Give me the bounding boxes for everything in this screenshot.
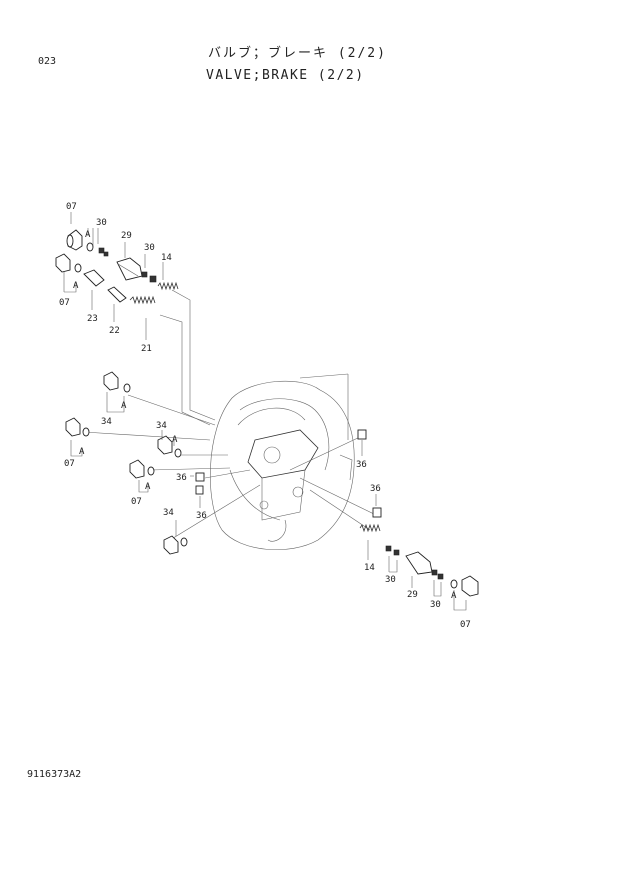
ring-30-upper-b [103,251,109,257]
o-ring-lower-right [450,579,458,589]
pin-22 [107,286,127,303]
plug-07-mid [65,417,81,437]
callout-label: A [172,435,178,445]
callout-label: 07 [66,202,77,212]
callout-label: A [121,401,127,411]
page-title: VALVE;BRAKE (2/2) [206,68,365,83]
piston-23 [83,269,105,287]
plug-07-low [129,459,145,479]
fitting-36-a [195,472,205,482]
callout-label: 14 [161,253,172,263]
drawing-number: 9116373A2 [27,769,82,780]
plug-07-left [55,253,71,273]
callout-label: 30 [96,218,107,228]
callout-label: A [145,482,151,492]
callout-label: 30 [430,600,441,610]
o-ring-07-low [147,466,155,476]
fitting-36-right-lower [372,507,382,518]
o-ring-07-mid [82,427,90,437]
callout-label: 34 [101,417,112,427]
leader-lines [83,289,377,541]
plug-07-upper [66,229,83,251]
callout-label: A [79,447,85,457]
o-ring-34-mid [174,448,182,458]
page-code: 023 [38,56,57,67]
callout-label: 21 [141,344,152,354]
callout-brackets [63,212,467,611]
callout-label: 36 [356,460,367,470]
spring-21 [129,295,156,305]
callout-label: A [451,591,457,601]
callout-label: 07 [131,497,142,507]
o-ring-upper [86,242,94,252]
callout-label: 36 [196,511,207,521]
spool-29-lower [405,551,433,575]
callout-label: 22 [109,326,120,336]
callout-label: 29 [121,231,132,241]
ring-30-upper [98,247,105,254]
spring-14-lower [359,523,381,533]
callout-label: 29 [407,590,418,600]
callout-label: 34 [163,508,174,518]
callout-label: 23 [87,314,98,324]
spool-29-upper [116,257,143,281]
ring-30-lower-a [385,545,392,552]
ring-30-lower-b [393,549,400,556]
page-title-japanese: バルブ；ブレーキ (2/2) [208,46,387,61]
fitting-36-b [195,485,204,495]
o-ring-34-low [180,537,188,547]
left-plugs-group [65,371,205,555]
callout-label: 07 [59,298,70,308]
callout-labels: 07 30 A 29 30 14 A 07 23 22 21 34 A A 07… [59,202,471,630]
fitting-36-right-upper [357,429,367,440]
callout-label: 30 [385,575,396,585]
callout-label: 14 [364,563,375,573]
ring-30-b [141,271,148,278]
spring-14-upper [157,281,179,291]
ring-30-c [149,275,157,283]
ring-30-lower-d [437,573,444,580]
plug-34-upper [103,371,119,391]
callout-label: 30 [144,243,155,253]
callout-label: 07 [64,459,75,469]
callout-label: 36 [370,484,381,494]
o-ring-left [74,263,82,273]
callout-label: 07 [460,620,471,630]
ring-30-lower-c [431,569,438,576]
lower-right-parts-group [357,429,479,597]
upper-parts-group [55,229,179,305]
callout-label: 34 [156,421,167,431]
callout-label: A [73,281,79,291]
callout-label: A [85,230,91,240]
plug-34-low [163,535,179,555]
plug-07-lower-right [461,575,479,597]
o-ring-34-upper [123,383,131,393]
callout-label: 36 [176,473,187,483]
valve-housing [210,373,355,550]
plug-34-mid [157,435,173,455]
